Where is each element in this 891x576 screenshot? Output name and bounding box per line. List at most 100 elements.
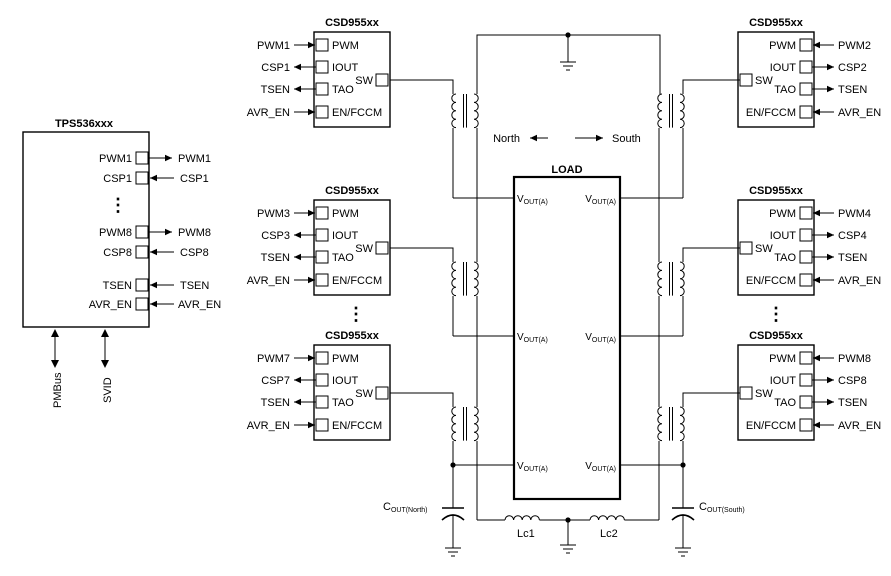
left-phase-sw-wire [390,392,454,407]
stage-pin-box [799,82,813,96]
power-stage-2: CSD955xxPWMPWM3IOUTCSP3TAOTSENEN/FCCMAVR… [247,185,391,296]
stage-pin-label: TAO [774,84,796,96]
stage-sw-pin [739,386,753,400]
svid-arrow-down [101,360,109,368]
controller-ellipsis: ⋮ [109,195,127,215]
coupled-inductor [451,406,479,442]
stage-pin-box [315,228,329,242]
right-phase-sw-wire [682,79,740,94]
controller-pin-csp1 [135,171,149,185]
controller-pin-pwm1 [135,151,149,165]
stage-pin-box [799,351,813,365]
stage-pin-label: IOUT [332,375,359,387]
controller-pin-csp8 [135,245,149,259]
inductor [589,515,625,521]
stage-pin-label: IOUT [770,230,797,242]
stage-pin-box [315,60,329,74]
stage-pin-box [315,38,329,52]
stage-sw-label: SW [755,75,773,87]
stage-signal-label: AVR_EN [247,420,290,432]
controller-pin-tsen [135,278,149,292]
stage-pin-label: EN/FCCM [746,275,796,287]
stage-signal-label: CSP1 [261,62,290,74]
stage-pin-box [315,250,329,264]
ground-symbol [560,544,576,554]
stage-pin-label: IOUT [332,62,359,74]
stage-sw-pin [739,241,753,255]
coupled-inductor [657,406,685,442]
stage-pin-label: EN/FCCM [746,107,796,119]
load-body [512,175,622,501]
controller-pin-label-csp8: CSP8 [103,247,132,259]
stage-sw-pin [375,386,389,400]
ground-symbol [560,61,576,71]
stage-signal-label: PWM3 [257,208,290,220]
power-stage-3: CSD955xxPWMPWM7IOUTCSP7TAOTSENEN/FCCMAVR… [247,330,391,441]
pmbus-arrow-down [51,360,59,368]
stage-pin-box [315,373,329,387]
left-phase-sw-wire [390,247,454,262]
stage-signal-label: CSP2 [838,62,867,74]
stage-signal-label: PWM7 [257,353,290,365]
stage-sw-label: SW [355,388,373,400]
stage-sw-label: SW [355,75,373,87]
ground-symbol [445,547,461,557]
north-label: North [493,133,520,145]
load-vout-label: VOUT(A) [517,332,548,344]
stage-title: CSD955xx [749,330,804,342]
coupled-inductor [451,93,479,129]
power-stages: CSD955xxPWMPWM1IOUTCSP1TAOTSENEN/FCCMAVR… [247,17,881,441]
controller-sig-pwm1: PWM1 [178,153,211,165]
stage-pin-box [315,273,329,287]
stage-sw-pin [739,73,753,87]
stage-pin-box [799,228,813,242]
load-vout-label: VOUT(A) [585,194,616,206]
stage-pin-box [799,206,813,220]
controller-pin-label-avr-en: AVR_EN [89,299,132,311]
stage-signal-label: TSEN [261,397,290,409]
controller-sig-avr-en: AVR_EN [178,299,221,311]
controller: TPS536xxx PWM1 PWM1 CSP1 CSP1 ⋮ PWM8 PWM… [22,118,221,408]
stage-signal-label: PWM2 [838,40,871,52]
stage-pin-label: TAO [332,397,354,409]
load-vout-label: VOUT(A) [585,461,616,473]
pmbus-label: PMBus [52,372,64,408]
power-stage-1: CSD955xxPWMPWM1IOUTCSP1TAOTSENEN/FCCMAVR… [247,17,391,128]
stage-pin-box [315,351,329,365]
stage-pin-box [799,418,813,432]
load-vout-label: VOUT(A) [517,194,548,206]
stage-pin-box [799,105,813,119]
stage-pin-label: TAO [774,252,796,264]
capacitor [671,465,695,548]
right-stage-ellipsis: ⋮ [767,304,785,324]
load: LOAD [512,164,622,501]
stage-pin-box [799,395,813,409]
controller-sig-csp8: CSP8 [180,247,209,259]
stage-pin-label: PWM [769,40,796,52]
controller-pin-label-tsen: TSEN [103,280,132,292]
stage-signal-label: CSP7 [261,375,290,387]
stage-signal-label: AVR_EN [838,107,881,119]
stage-sw-label: SW [355,243,373,255]
controller-sig-pwm8: PWM8 [178,227,211,239]
vout-labels: VOUT(A)VOUT(A)VOUT(A)VOUT(A)VOUT(A)VOUT(… [517,194,616,473]
stage-pin-label: IOUT [332,230,359,242]
stage-pin-box [799,38,813,52]
coupled-inductor [657,93,685,129]
stage-signal-label: AVR_EN [247,275,290,287]
stage-pin-label: TAO [332,84,354,96]
stage-title: CSD955xx [325,17,380,29]
stage-pin-label: PWM [769,208,796,220]
stage-pin-label: EN/FCCM [332,420,382,432]
stage-pin-box [315,418,329,432]
right-phase-sw-wire [682,247,740,262]
stage-signal-label: AVR_EN [247,107,290,119]
cout-north-label: COUT(North) [383,501,428,514]
stage-signal-label: TSEN [838,397,867,409]
controller-pin-label-csp1: CSP1 [103,173,132,185]
stage-signal-label: TSEN [838,84,867,96]
stage-pin-label: PWM [332,353,359,365]
